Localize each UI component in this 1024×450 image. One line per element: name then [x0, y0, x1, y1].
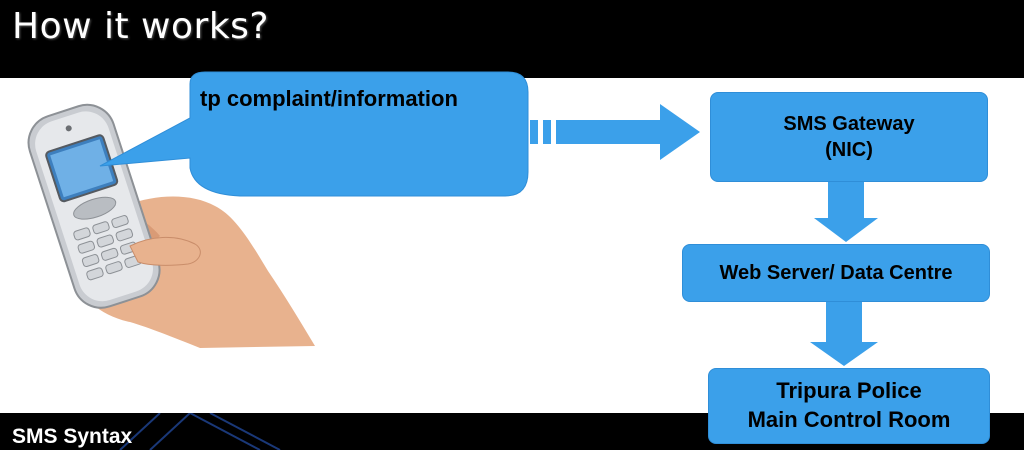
- send-arrow: [530, 104, 700, 160]
- down-arrow-2: [810, 302, 878, 366]
- police-control-room-box: Tripura Police Main Control Room: [708, 368, 990, 444]
- sms-gateway-sublabel: (NIC): [825, 139, 873, 161]
- down-arrow-1: [814, 182, 878, 242]
- header-band: [0, 0, 1024, 78]
- bubble-message-text: tp complaint/information: [200, 86, 458, 111]
- web-server-label: Web Server/ Data Centre: [719, 262, 953, 284]
- control-room-label: Main Control Room: [747, 407, 951, 432]
- sms-gateway-box: SMS Gateway (NIC): [710, 92, 988, 182]
- police-label: Tripura Police: [776, 378, 922, 404]
- footer-title: SMS Syntax: [12, 425, 133, 448]
- phone-in-hand-image: [27, 103, 315, 348]
- slide-title: How it works?: [12, 6, 270, 47]
- thumb-shape: [129, 236, 201, 266]
- sms-gateway-label: SMS Gateway: [783, 113, 915, 135]
- web-server-box: Web Server/ Data Centre: [682, 244, 990, 302]
- footer-decoration: [119, 413, 281, 450]
